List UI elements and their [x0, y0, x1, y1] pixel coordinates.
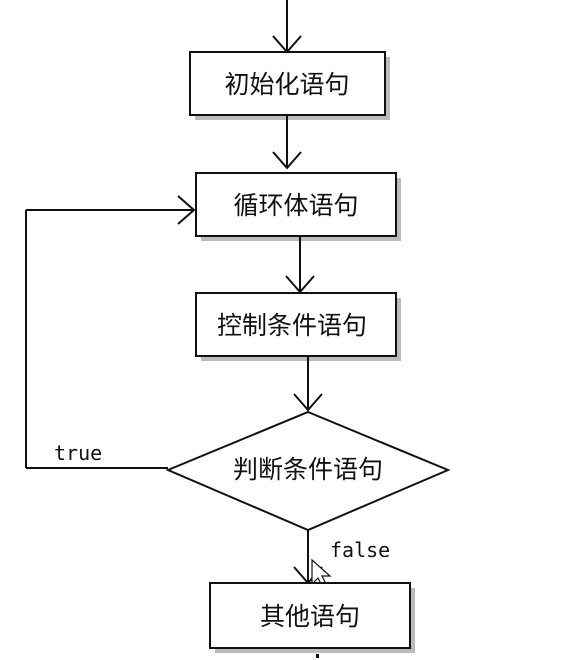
init-to-body-head: [272, 151, 302, 170]
true-loop-arrow-head: [177, 195, 196, 225]
control-box: [195, 292, 397, 357]
other-label: 其他语句: [260, 602, 360, 631]
judge-label: 判断条件语句: [233, 455, 383, 484]
control-label: 控制条件语句: [217, 311, 367, 340]
body-label: 循环体语句: [233, 191, 358, 220]
init-box: [189, 51, 386, 116]
stray-dot: [316, 654, 319, 658]
true-label: true: [54, 441, 102, 465]
other-box: [209, 582, 411, 649]
control-to-judge-head: [293, 393, 323, 412]
init-label: 初始化语句: [224, 70, 349, 99]
false-label: false: [330, 538, 390, 562]
body-box: [195, 172, 397, 237]
